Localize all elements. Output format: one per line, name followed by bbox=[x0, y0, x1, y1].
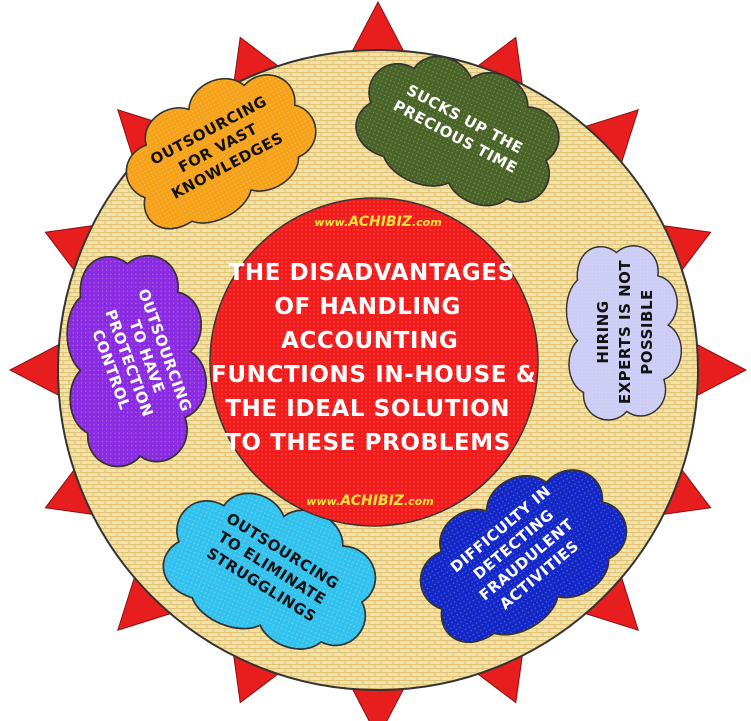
center-title: THE DISADVANTAGES OF HANDLING ACCOUNTING… bbox=[211, 260, 545, 456]
website-label-bottom: www.ACHIBIZ.com bbox=[306, 493, 433, 509]
cloud-label-line: HIRING bbox=[594, 300, 612, 363]
cloud-label-line: POSSIBLE bbox=[638, 289, 656, 375]
title-line: FUNCTIONS IN-HOUSE & bbox=[211, 362, 536, 388]
title-line: THE IDEAL SOLUTION bbox=[225, 396, 510, 422]
title-line: TO THESE PROBLEMS bbox=[225, 430, 511, 456]
title-line: ACCOUNTING bbox=[281, 328, 458, 354]
title-line: THE DISADVANTAGES bbox=[229, 260, 515, 286]
title-line: OF HANDLING bbox=[274, 294, 461, 320]
cloud-cyan: OUTSOURCINGTO ELIMINATESTRUGGLINGS bbox=[147, 464, 398, 675]
center-circle-texture bbox=[210, 198, 538, 526]
cloud-green: SUCKS UP THEPRECIOUS TIME bbox=[341, 29, 580, 230]
cloud-label-line: EXPERTS IS NOT bbox=[616, 260, 634, 405]
cloud-purple: OUTSOURCINGTO HAVEPROTECTIONCONTROL bbox=[66, 254, 208, 468]
website-label-top: www.ACHIBIZ.com bbox=[314, 214, 441, 230]
